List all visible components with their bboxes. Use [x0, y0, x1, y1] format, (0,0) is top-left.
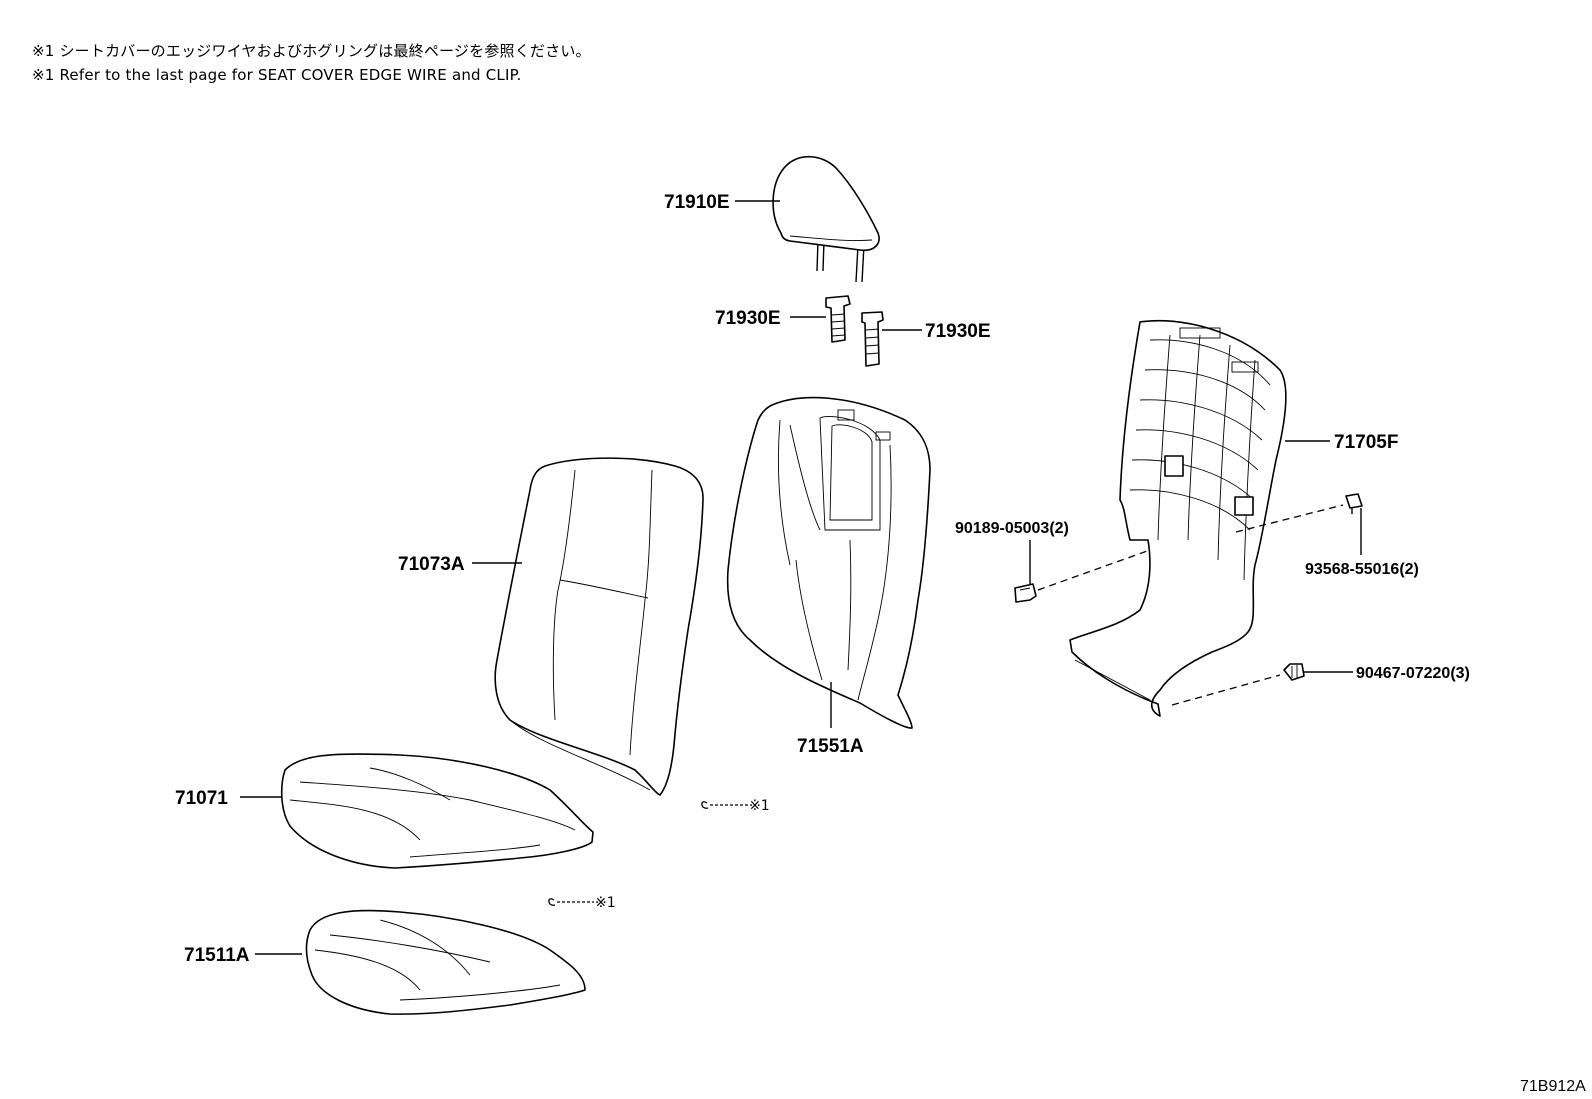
label-71705F[interactable]: 71705F — [1334, 432, 1398, 453]
hog-ring-2-drawing — [548, 898, 594, 906]
label-71930E-right[interactable]: 71930E — [925, 321, 991, 342]
label-71930E-left[interactable]: 71930E — [715, 308, 781, 329]
label-90467-07220[interactable]: 90467-07220(3) — [1356, 665, 1470, 682]
label-hog-ring-2[interactable]: ※1 — [595, 895, 616, 911]
label-90189-05003[interactable]: 90189-05003(2) — [955, 520, 1069, 537]
headrest-support-right-drawing — [861, 311, 884, 367]
seat-back-cover-drawing — [494, 457, 704, 796]
note-japanese: ※1 シートカバーのエッジワイヤおよびホグリングは最終ページを参照ください。 — [32, 42, 591, 60]
label-71551A[interactable]: 71551A — [797, 736, 864, 757]
label-93568-55016[interactable]: 93568-55016(2) — [1305, 561, 1419, 578]
label-71073A[interactable]: 71073A — [398, 554, 465, 575]
note-english: ※1 Refer to the last page for SEAT COVER… — [32, 66, 522, 84]
clip-90467-drawing — [1283, 663, 1305, 681]
headrest-drawing — [772, 156, 880, 283]
seat-back-board-drawing — [1069, 319, 1287, 717]
label-71910E[interactable]: 71910E — [664, 192, 730, 213]
headrest-support-left-drawing — [825, 295, 851, 343]
clip-90189-drawing — [1014, 583, 1037, 603]
seat-cushion-pad-drawing — [305, 909, 586, 1015]
diagram-code: 71B912A — [1520, 1078, 1586, 1095]
seat-back-pad-drawing — [726, 396, 931, 729]
label-71511A[interactable]: 71511A — [184, 945, 250, 966]
hog-ring-1-drawing — [701, 801, 748, 809]
seat-cushion-cover-drawing — [280, 753, 594, 869]
label-hog-ring-1[interactable]: ※1 — [749, 798, 770, 814]
screw-93568-drawing — [1345, 493, 1363, 514]
label-71071[interactable]: 71071 — [175, 788, 228, 809]
